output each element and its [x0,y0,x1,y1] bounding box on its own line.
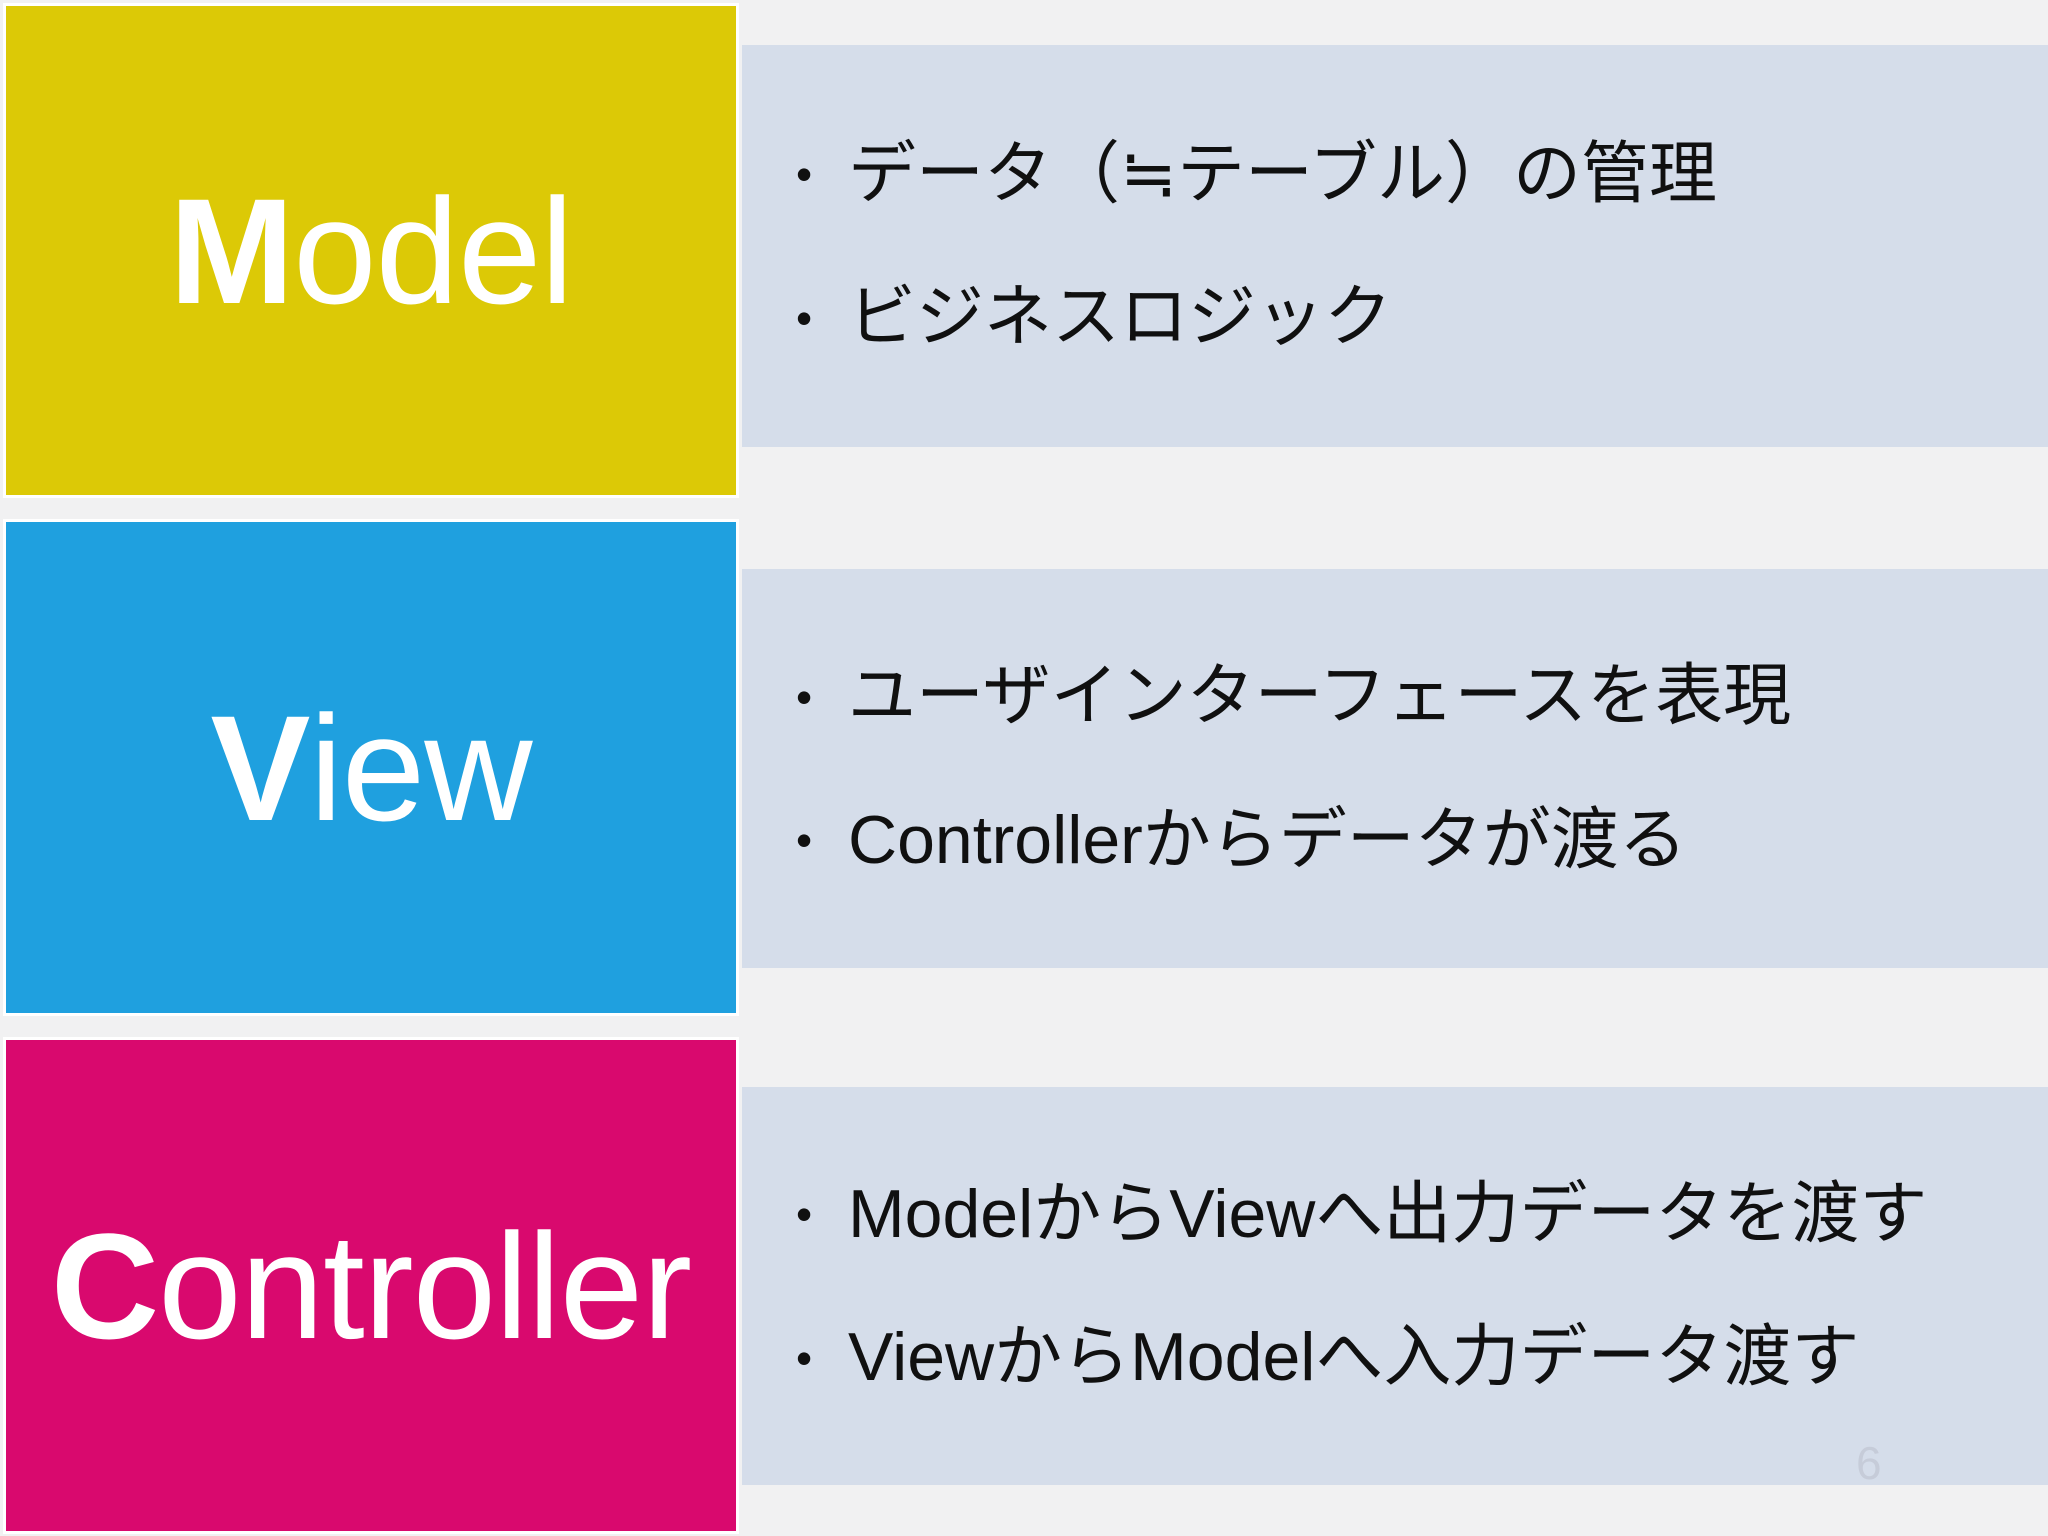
controller-label-rest: ontroller [158,1201,692,1370]
bullet-dot-icon: • [796,148,813,201]
bullet-dot-icon: • [796,291,813,344]
bullet-text: ユーザインターフェースを表現 [848,658,1792,735]
view-bullet-panel: • ユーザインターフェースを表現 • Controllerからデータが渡る [742,569,2048,968]
view-label-initial: V [210,683,310,852]
bullet-dot-icon: • [796,1188,813,1241]
bullet-text: Controllerからデータが渡る [848,801,1687,878]
model-label-rest: odel [293,166,574,335]
bullet-dot-icon: • [796,1331,813,1384]
bullet-text: データ（≒テーブル）の管理 [848,135,1717,212]
page-number: 6 [1856,1437,1882,1489]
list-item: • ModelからViewへ出力データを渡す [796,1167,2048,1262]
model-box: Model [3,3,739,498]
list-item: • データ（≒テーブル）の管理 [796,127,2048,222]
model-bullet-panel: • データ（≒テーブル）の管理 • ビジネスロジック [742,45,2048,447]
view-box: View [3,519,739,1016]
bullet-text: ViewからModelへ入力データ渡す [848,1319,1860,1395]
view-label-rest: iew [309,683,532,852]
bullet-dot-icon: • [796,814,813,867]
controller-box: Controller [3,1037,739,1534]
view-label: View [210,693,532,843]
controller-bullet-panel: • ModelからViewへ出力データを渡す • ViewからModelへ入力デ… [742,1087,2048,1485]
controller-label-initial: C [50,1201,159,1370]
list-item: • ビジネスロジック [796,270,2048,365]
model-label-initial: M [169,166,294,335]
list-item: • ViewからModelへ入力データ渡す [796,1310,2048,1405]
bullet-text: ModelからViewへ出力データを渡す [848,1175,1928,1252]
model-label: Model [169,176,574,326]
bullet-text: ビジネスロジック [848,279,1393,355]
list-item: • Controllerからデータが渡る [796,793,2048,888]
list-item: • ユーザインターフェースを表現 [796,649,2048,744]
bullet-dot-icon: • [796,670,813,723]
controller-label: Controller [51,1211,692,1361]
